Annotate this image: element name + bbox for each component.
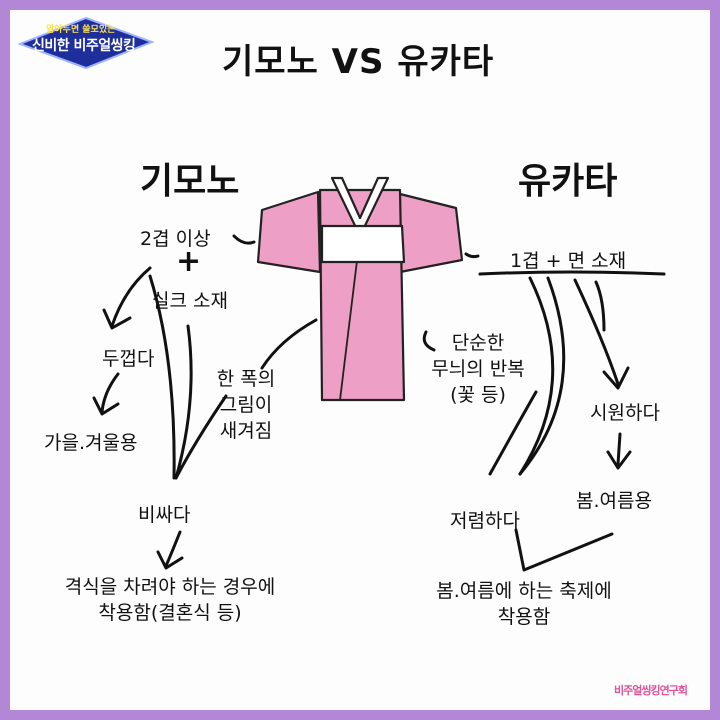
kimono-layers-label: 2겹 이상 bbox=[140, 228, 211, 250]
yukata-usage-line: 착용함 bbox=[497, 606, 551, 628]
kimono-usage-line: 착용함(결혼식 등) bbox=[98, 602, 242, 624]
yukata-pattern-line: 단순한 bbox=[451, 332, 505, 354]
yukata-heading: 유카타 bbox=[518, 161, 618, 202]
watermark-logo: 비주얼씽킹연구회 bbox=[614, 684, 688, 697]
line-kimono-to-picture bbox=[260, 318, 318, 370]
yukata-usage-label: 봄.여름에 하는 축제에 착용함 bbox=[406, 578, 642, 630]
kimono-illustration bbox=[256, 176, 464, 402]
line-layers-to-cheap-2 bbox=[518, 276, 566, 476]
kimono-thick-label: 두껍다 bbox=[102, 348, 155, 370]
yukata-cheap-label: 저렴하다 bbox=[450, 510, 520, 532]
yukata-pattern-line: (꽃 등) bbox=[450, 384, 506, 406]
kimono-picture-line: 새겨짐 bbox=[219, 420, 273, 442]
line-layers-to-kimono bbox=[232, 234, 256, 245]
yukata-underline bbox=[478, 270, 666, 276]
yukata-layers-label: 1겹 + 면 소재 bbox=[510, 250, 627, 272]
kimono-picture-label: 한 폭의 그림이 새겨짐 bbox=[206, 366, 286, 444]
arrow-to-thick bbox=[110, 266, 152, 328]
yukata-cool-label: 시원하다 bbox=[590, 402, 660, 424]
series-badge-logo bbox=[17, 16, 155, 70]
kimono-picture-line: 한 폭의 bbox=[216, 368, 276, 390]
arrow-to-usage bbox=[164, 530, 182, 568]
page-title: 기모노 VS 유카타 bbox=[222, 42, 495, 82]
kimono-plus-sign: + bbox=[176, 244, 202, 279]
yukata-pattern-label: 단순한 무늬의 반복 (꽃 등) bbox=[416, 330, 540, 408]
arrow-to-cool bbox=[573, 278, 620, 386]
line-material-to-expensive-2 bbox=[174, 324, 193, 480]
badge-main-text: 신비한 비주얼씽킹 bbox=[32, 38, 136, 54]
line-picture-to-expensive bbox=[174, 394, 228, 480]
badge-top-text: 알아두면 쓸모있는 bbox=[46, 25, 116, 35]
kimono-usage-line: 격식을 차려야 하는 경우에 bbox=[64, 576, 276, 598]
connector-lines bbox=[92, 234, 666, 572]
line-kimono-to-pattern bbox=[422, 330, 436, 352]
line-kimono-to-yukata bbox=[464, 252, 480, 259]
kimono-heading: 기모노 bbox=[140, 161, 240, 202]
kimono-season-label: 가을.겨울용 bbox=[44, 432, 138, 454]
yukata-usage-line: 봄.여름에 하는 축제에 bbox=[436, 580, 612, 602]
line-layers-to-cheap-1 bbox=[518, 276, 555, 476]
line-material-to-expensive bbox=[148, 274, 176, 480]
line-pattern-to-cheap bbox=[488, 390, 538, 476]
kimono-expensive-label: 비싸다 bbox=[138, 504, 191, 526]
yukata-pattern-line: 무늬의 반복 bbox=[431, 358, 525, 380]
arrow-to-season bbox=[100, 372, 120, 414]
kimono-usage-label: 격식을 차려야 하는 경우에 착용함(결혼식 등) bbox=[32, 574, 308, 626]
line-to-festival bbox=[514, 528, 614, 572]
arrow-to-summer bbox=[616, 432, 622, 466]
yukata-season-label: 봄.여름용 bbox=[576, 490, 652, 512]
kimono-material-label: 실크 소재 bbox=[152, 290, 228, 312]
kimono-picture-line: 그림이 bbox=[219, 394, 273, 416]
